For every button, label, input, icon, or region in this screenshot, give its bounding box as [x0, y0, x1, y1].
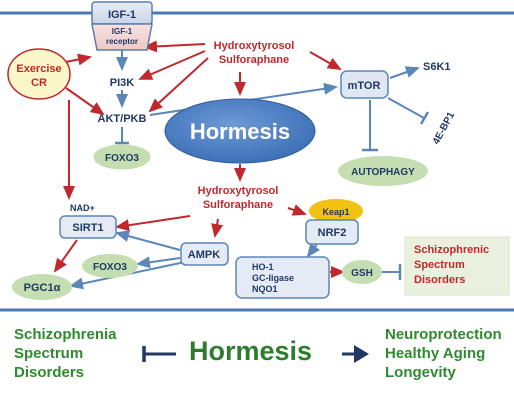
arrow-sirt1-to-pgc1a [53, 239, 78, 273]
gsh-node: GSH [342, 260, 382, 284]
inhibit-bar-4ebp1 [419, 111, 430, 125]
summary-left-line-1: Schizophrenia [14, 326, 117, 343]
arrow-nrf2-to-enzymes [306, 242, 320, 258]
autophagy-label: AUTOPHAGY [351, 167, 415, 178]
igf1-receptor-label-1: IGF-1 [112, 27, 133, 36]
pgc1a-label: PGC1α [24, 282, 61, 294]
s6k1-label: S6K1 [423, 61, 451, 73]
summary-left-line-2: Spectrum [14, 345, 84, 362]
arrow-compounds-to-akt [148, 57, 209, 113]
arrow-compounds-to-sirt1 [115, 215, 191, 232]
igf1-receptor-label-2: receptor [106, 37, 138, 46]
pi3k-label: PI3K [110, 77, 135, 89]
keap1-label: Keap1 [322, 207, 349, 217]
arrow-exercise-to-akt [65, 87, 105, 116]
4ebp1-label: 4E-BP1 [431, 110, 457, 146]
arrow-compounds-to-keap1 [287, 204, 307, 216]
nqo1-label: NQO1 [252, 284, 278, 294]
keap1-node: Keap1 [309, 199, 363, 223]
foxo3-bottom-node: FOXO3 [82, 254, 138, 278]
ampk-node: AMPK [180, 242, 229, 266]
schizo-box-line-2: Spectrum [414, 259, 465, 271]
schizo-box-line-3: Disorders [414, 274, 465, 286]
sulforaphane-top: Sulforaphane [219, 54, 289, 66]
ho1-label: HO-1 [252, 262, 274, 272]
gc-ligase-label: GC-ligase [252, 273, 294, 283]
antioxidant-enzymes-node: HO-1 GC-ligase NQO1 [235, 256, 330, 299]
summary-left-line-3: Disorders [14, 364, 85, 381]
inhibit-mtor-to-4ebp1 [387, 97, 425, 119]
arrow-ampk-to-sirt1 [115, 230, 181, 251]
nrf2-node: NRF2 [305, 219, 359, 245]
arrow-compounds-to-pi3k [138, 50, 206, 80]
summary-right-line-1: Neuroprotection [385, 326, 502, 343]
summary-left: Schizophrenia Spectrum Disorders [14, 325, 154, 382]
summary-right-line-2: Healthy Aging [385, 345, 486, 362]
igf1-label: IGF-1 [108, 9, 136, 21]
hydroxytyrosol-top: Hydroxytyrosol [214, 40, 295, 52]
sirt1-label: SIRT1 [72, 222, 103, 234]
mtor-label: mTOR [348, 80, 381, 92]
hormesis-label: Hormesis [190, 119, 290, 144]
summary-right-line-3: Longevity [385, 364, 456, 381]
mtor-node: mTOR [340, 70, 389, 99]
arrow-exercise-to-igf [65, 53, 92, 66]
sirt1-node: SIRT1 [59, 215, 117, 239]
arrow-compounds-to-igf [143, 40, 206, 53]
sulforaphane-mid: Sulforaphane [203, 199, 273, 211]
schizophrenic-disorders-box: Schizophrenic Spectrum Disorders [404, 236, 510, 296]
hydroxytyrosol-mid: Hydroxytyrosol [198, 185, 279, 197]
summary-connectors [142, 345, 369, 363]
summary-hormesis: Hormesis [189, 336, 313, 366]
pgc1a-node: PGC1α [12, 274, 72, 300]
foxo3-top-label: FOXO3 [105, 153, 139, 164]
nrf2-label: NRF2 [318, 227, 347, 239]
gsh-label: GSH [351, 268, 373, 279]
igf1-receptor: IGF-1 IGF-1 receptor [91, 1, 153, 51]
summary-right: Neuroprotection Healthy Aging Longevity [385, 325, 513, 382]
arrow-compounds-to-ampk [211, 218, 223, 238]
pathway-diagram: IGF-1 IGF-1 receptor Exercise CR Hydroxy… [0, 1, 514, 312]
cr-label: CR [31, 77, 47, 89]
foxo3-bottom-label: FOXO3 [93, 262, 127, 273]
arrow-compounds-to-mtor [309, 51, 342, 70]
autophagy-node: AUTOPHAGY [338, 156, 428, 186]
schizo-box-line-1: Schizophrenic [414, 244, 489, 256]
arrow-mtor-to-s6k1 [389, 66, 420, 79]
arrow-ampk-to-foxo3 [136, 256, 181, 269]
ampk-label: AMPK [188, 249, 220, 261]
hormesis-node: Hormesis [164, 98, 316, 164]
nad-label: NAD+ [70, 203, 95, 213]
exercise-label: Exercise [16, 63, 61, 75]
exercise-cr-node: Exercise CR [7, 48, 71, 100]
foxo3-top-node: FOXO3 [93, 144, 151, 170]
akt-pkb-label: AKT/PKB [98, 113, 147, 125]
